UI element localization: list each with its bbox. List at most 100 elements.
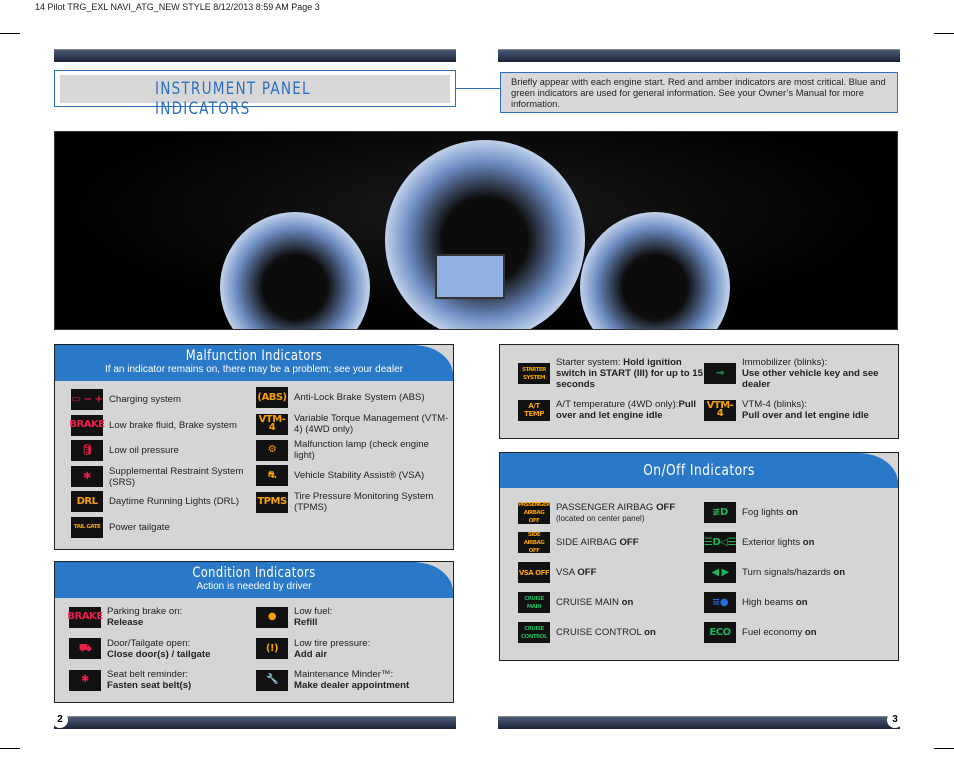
indicator-row: ✱Seat belt reminder:Fasten seat belt(s) [69, 669, 249, 691]
vtm4-icon: VTM-4 [256, 413, 288, 435]
indicator-label: Vehicle Stability Assist® (VSA) [294, 470, 425, 481]
indicator-action: on [795, 597, 808, 608]
indicator-label: Maintenance Minder™: [294, 669, 394, 680]
intro-text: Briefly appear with each engine start. R… [500, 72, 898, 113]
indicator-label: Anti-Lock Brake System (ABS) [294, 392, 425, 403]
indicator-action: on [786, 507, 798, 518]
page-title: INSTRUMENT PANEL INDICATORS [155, 79, 311, 119]
indicator-action: Hold ignition switch in START (III) for … [556, 357, 703, 390]
indicator-note: (located on center panel) [556, 514, 645, 523]
indicator-action: Add air [294, 648, 328, 660]
indicator-label: Low tire pressure: [294, 637, 371, 649]
indicator-label: SIDE AIRBAG [556, 537, 620, 548]
indicator-row: ◀ ▶ Turn signals/hazards on [704, 562, 894, 583]
indicator-label: Low brake fluid, Brake system [109, 419, 237, 431]
turn-signal-icon: ◀ ▶ [704, 562, 736, 583]
cruise-main-icon: CRUISE MAIN [518, 592, 550, 613]
indicator-action: Use other vehicle key and see dealer [742, 368, 879, 390]
vtm4-icon: VTM-4 [704, 399, 736, 421]
indicator-label: Starter system: [556, 357, 624, 368]
indicator-label: Fuel economy [742, 627, 805, 638]
indicator-action: on [833, 567, 846, 578]
brake-icon: BRAKE [67, 606, 103, 628]
immobilizer-key-icon: ⊸ [704, 363, 736, 384]
header-bar-right [498, 49, 900, 62]
indicator-action: on [802, 537, 815, 548]
indicator-row: (ABS) Anti-Lock Brake System (ABS) [256, 387, 451, 408]
indicator-label: Exterior lights [742, 537, 803, 548]
oil-can-icon: 🛢 [71, 440, 103, 461]
indicator-label: Turn signals/hazards [742, 567, 834, 578]
indicator-row: ⚙Malfunction lamp (check engine light) [256, 439, 451, 461]
abs-icon: (ABS) [256, 387, 288, 408]
indicator-row: ▭ − +Charging system [71, 389, 261, 410]
indicator-label: VSA [556, 567, 578, 578]
fuel-temp-gauge [580, 212, 730, 329]
fuel-icon: ● [256, 606, 288, 628]
brake-icon: BRAKE [69, 414, 105, 436]
footer-bar-right [498, 716, 900, 729]
condition-title: Condition Indicators [192, 565, 316, 581]
indicator-label: A/T temperature (4WD only): [556, 399, 679, 410]
indicator-label: Parking brake on: [107, 606, 183, 617]
indicator-label: CRUISE MAIN [556, 597, 622, 608]
indicator-label: Seat belt reminder: [107, 669, 189, 680]
indicator-row: (!) Low tire pressure:Add air [256, 638, 451, 660]
indicator-action: OFF [577, 567, 597, 578]
at-temp-icon: A/T TEMP [518, 399, 550, 421]
vsa-off-icon: VSA OFF [518, 562, 550, 583]
indicator-row: ⛐ Vehicle Stability Assist® (VSA) [256, 465, 451, 486]
seatbelt-icon: ✱ [69, 669, 101, 691]
indicator-action: Make dealer appointment [294, 680, 410, 691]
passenger-airbag-off-icon: PASSENGER AIRBAG OFF [518, 502, 550, 524]
indicator-row: VSA OFF VSA OFF [518, 562, 703, 583]
eco-icon: ECO [704, 622, 736, 643]
crop-mark [0, 748, 20, 749]
indicator-row: ≡●High beams on [704, 592, 894, 613]
indicator-label: CRUISE CONTROL [556, 627, 645, 638]
srs-icon: ✱ [71, 466, 103, 487]
malfunction-title: Malfunction Indicators [185, 348, 323, 364]
title-box: INSTRUMENT PANEL INDICATORS [54, 70, 456, 119]
indicator-label: Door/Tailgate open: [107, 637, 191, 649]
indicator-action: Refill [294, 617, 318, 628]
indicator-row: DRL Daytime Running Lights (DRL) [71, 491, 261, 512]
condition-subtitle: Action is needed by driver [196, 581, 312, 592]
tire-pressure-icon: (!) [256, 638, 288, 659]
indicator-row: ≢D Fog lights on [704, 502, 894, 523]
indicator-action: OFF [656, 502, 676, 513]
crop-mark [0, 33, 20, 34]
indicator-label: PASSENGER AIRBAG [556, 502, 657, 513]
wrench-icon: 🔧 [256, 669, 288, 691]
indicator-label: Immobilizer (blinks): [742, 357, 828, 368]
indicator-action: Pull over and let engine idle [742, 410, 869, 421]
indicator-label: Supplemental Restraint System (SRS) [109, 465, 244, 488]
side-airbag-off-icon: SIDE AIRBAG OFF [518, 532, 550, 554]
onoff-title: On/Off Indicators [643, 461, 755, 479]
connector-line [456, 88, 500, 89]
drl-icon: DRL [71, 491, 103, 512]
indicator-label: High beams [742, 597, 796, 608]
footer-bar-left [54, 716, 456, 729]
indicator-action: Close door(s) / tailgate [107, 648, 211, 660]
battery-icon: ▭ − + [71, 389, 103, 410]
indicator-label: Daytime Running Lights (DRL) [109, 496, 240, 507]
indicator-row: ⛟Door/Tailgate open:Close door(s) / tail… [69, 638, 249, 660]
indicator-label: Power tailgate [109, 521, 170, 533]
indicator-row: SIDE AIRBAG OFF SIDE AIRBAG OFF [518, 532, 703, 554]
vsa-icon: ⛐ [256, 465, 288, 486]
crop-mark [934, 748, 954, 749]
indicator-action: Release [107, 617, 144, 628]
indicator-action: OFF [619, 537, 639, 548]
exterior-lights-icon: ☰D◁☰ [704, 532, 736, 553]
fog-light-icon: ≢D [704, 502, 736, 523]
indicator-label: Fog lights [742, 507, 787, 518]
